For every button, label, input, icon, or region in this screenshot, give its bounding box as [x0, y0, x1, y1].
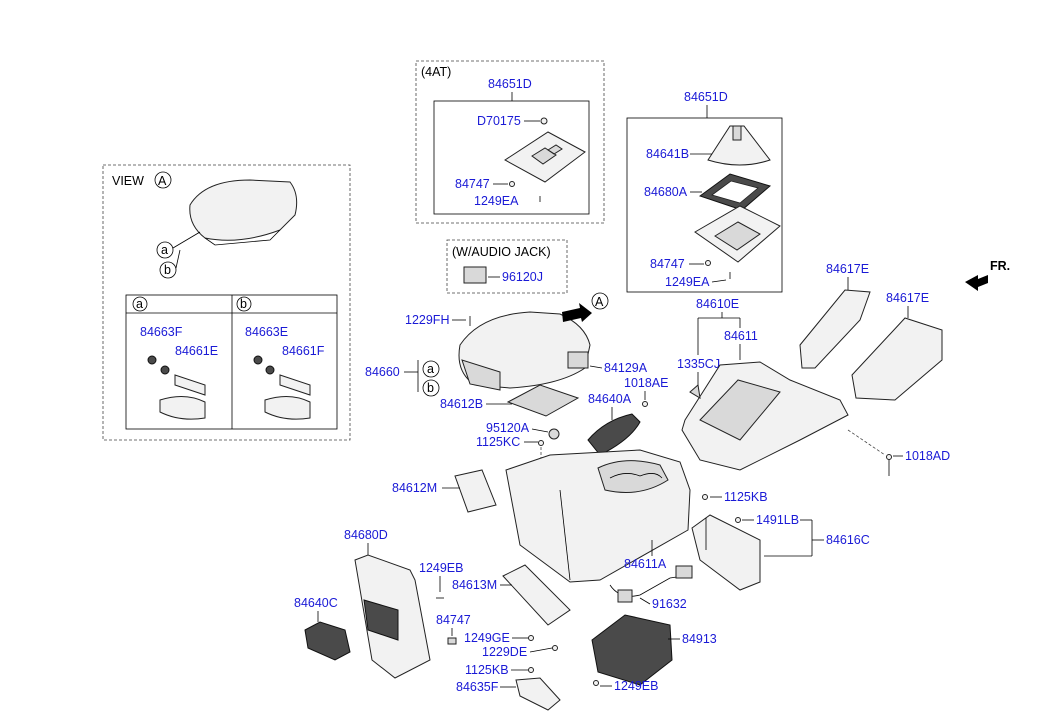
part-84616C[interactable]: 84616C — [826, 533, 870, 547]
part-84613M[interactable]: 84613M — [452, 578, 497, 592]
part-1018AD[interactable]: 1018AD — [905, 449, 950, 463]
part-84611[interactable]: 84611 — [724, 329, 758, 343]
callout-b: b — [427, 381, 434, 395]
part-84661E-a[interactable]: 84661E — [175, 344, 218, 358]
shift-boot — [707, 125, 771, 166]
front-label: FR. — [990, 259, 1010, 273]
view-a-arrow-label: A — [595, 295, 604, 309]
bracket-84616C — [691, 514, 761, 591]
part-84680D[interactable]: 84680D — [344, 528, 388, 542]
front-arrow-icon — [965, 275, 988, 291]
four-at-inner-box — [433, 100, 590, 215]
part-84680A[interactable]: 84680A — [644, 185, 688, 199]
part-1018AE[interactable]: 1018AE — [624, 376, 668, 390]
part-1125KB-right[interactable]: 1125KB — [724, 490, 768, 504]
audio-jack-title: (W/AUDIO JACK) — [452, 245, 551, 259]
bracket-84613M — [502, 564, 571, 626]
audio-jack-part — [463, 266, 487, 284]
view-letter-circle — [154, 171, 172, 189]
part-1125KC[interactable]: 1125KC — [476, 435, 520, 449]
latch-b — [264, 396, 311, 420]
view-a-arrow-icon — [562, 303, 592, 322]
part-1229DE[interactable]: 1229DE — [482, 645, 527, 659]
armrest-pad — [506, 384, 580, 417]
part-84651D-top[interactable]: 84651D — [488, 77, 532, 91]
pad-84617E-2 — [851, 317, 943, 401]
part-96120J[interactable]: 96120J — [502, 270, 543, 284]
callout-a: a — [427, 362, 434, 376]
rear-console-frame — [681, 361, 849, 471]
part-84617E-1[interactable]: 84617E — [826, 262, 869, 276]
part-84660[interactable]: 84660 — [365, 365, 400, 379]
d70175-screw-icon — [540, 117, 548, 125]
view-col-b: b — [240, 297, 247, 311]
bracket-84612M — [454, 469, 497, 513]
part-84747-left[interactable]: 84747 — [436, 613, 471, 627]
part-84129A[interactable]: 84129A — [604, 361, 648, 375]
part-84612M[interactable]: 84612M — [392, 481, 437, 495]
part-1249EA-right[interactable]: 1249EA — [665, 275, 710, 289]
part-84610E[interactable]: 84610E — [696, 297, 739, 311]
part-84617E-2[interactable]: 84617E — [886, 291, 929, 305]
armrest-view — [189, 179, 298, 241]
part-84612B[interactable]: 84612B — [440, 397, 483, 411]
cupholder-cover-84640A — [587, 413, 641, 456]
part-95120A[interactable]: 95120A — [486, 421, 530, 435]
part-84641B[interactable]: 84641B — [646, 147, 689, 161]
part-84635F[interactable]: 84635F — [456, 680, 499, 694]
part-1249EA-4at[interactable]: 1249EA — [474, 194, 519, 208]
view-a-box — [102, 164, 351, 441]
shift-boot-box — [626, 117, 783, 293]
part-91632[interactable]: 91632 — [652, 597, 687, 611]
part-84747-right[interactable]: 84747 — [650, 257, 685, 271]
part-84747-4at[interactable]: 84747 — [455, 177, 490, 191]
part-84663E-b[interactable]: 84663E — [245, 325, 288, 339]
latch-a — [159, 396, 206, 420]
part-84129A-shape — [567, 351, 589, 369]
part-1249EB-bottom[interactable]: 1249EB — [614, 679, 658, 693]
audio-jack-box — [446, 239, 568, 294]
part-84640A[interactable]: 84640A — [588, 392, 632, 406]
part-1249GE[interactable]: 1249GE — [464, 631, 510, 645]
bracket-84635F — [515, 677, 561, 711]
part-D70175[interactable]: D70175 — [477, 114, 521, 128]
part-84663F-a[interactable]: 84663F — [140, 325, 183, 339]
part-1491LB[interactable]: 1491LB — [756, 513, 799, 527]
view-col-a: a — [136, 297, 143, 311]
tray-84640C — [304, 621, 351, 661]
part-1229FH[interactable]: 1229FH — [405, 313, 449, 327]
part-84640C[interactable]: 84640C — [294, 596, 338, 610]
four-at-title: (4AT) — [421, 65, 451, 79]
view-callout-a: a — [161, 243, 168, 257]
part-1125KB-bottom[interactable]: 1125KB — [465, 663, 509, 677]
tray-84913 — [591, 614, 673, 686]
part-84651D-right[interactable]: 84651D — [684, 90, 728, 104]
part-84661F-b[interactable]: 84661F — [282, 344, 325, 358]
view-detail-table — [125, 294, 338, 430]
part-1335CJ[interactable]: 1335CJ — [677, 357, 720, 371]
part-84913[interactable]: 84913 — [682, 632, 717, 646]
part-84611A[interactable]: 84611A — [624, 557, 667, 571]
view-callout-b: b — [164, 263, 171, 277]
part-1249EB-left[interactable]: 1249EB — [419, 561, 463, 575]
pad-84617E-1 — [799, 289, 871, 369]
view-title: VIEW — [112, 174, 144, 188]
view-title-letter: A — [158, 174, 167, 188]
